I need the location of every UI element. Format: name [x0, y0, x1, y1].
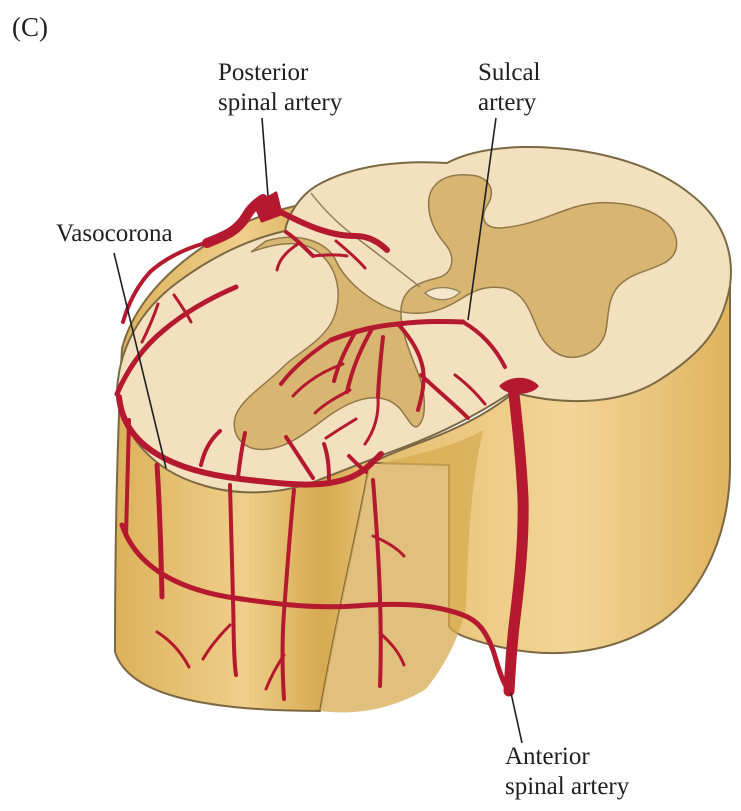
label-vasocorona: Vasocorona — [56, 219, 173, 249]
label-anterior-spinal-artery: Anterior spinal artery — [505, 742, 629, 802]
anterior-spinal-artery-cap — [501, 379, 537, 392]
leader-anterior — [511, 693, 522, 743]
label-sulcal-artery: Sulcal artery — [478, 58, 541, 118]
leader-posterior — [262, 118, 268, 196]
posterior-branch-3 — [313, 255, 347, 256]
label-posterior-spinal-artery: Posterior spinal artery — [218, 58, 342, 118]
